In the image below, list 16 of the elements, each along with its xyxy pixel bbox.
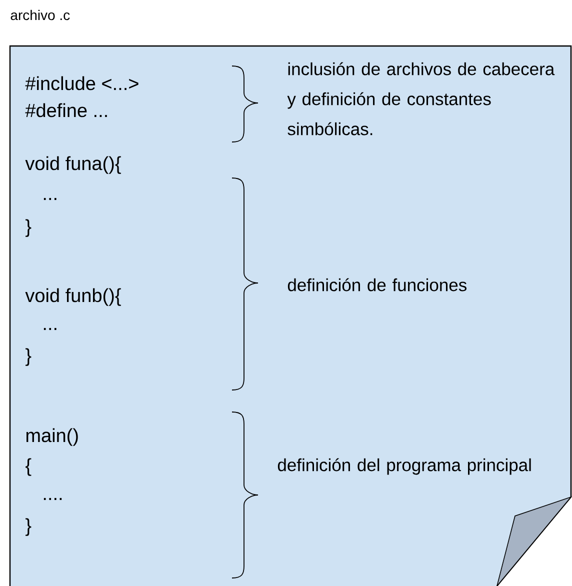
code-line: main() [26,428,78,446]
node-label: archivo .c [10,10,70,20]
code-line: } [26,348,32,366]
code-line: } [26,219,32,237]
code-line: ... [44,198,56,200]
code-line: { [26,458,32,476]
code-line: } [26,518,32,536]
code-line: void funb(){ [25,288,121,306]
description-text: definición de funciones [288,278,466,292]
code-line: ... [44,328,56,330]
description-text: definición del programa principal [278,458,531,475]
code-line: .... [44,498,62,500]
code-line: #include <...> [25,76,138,90]
code-line: #define ... [25,103,107,118]
code-line: void funa(){ [25,156,121,174]
description-text: inclusión de archivos de cabecera y definición de constantes simbólicas. [287,62,555,136]
